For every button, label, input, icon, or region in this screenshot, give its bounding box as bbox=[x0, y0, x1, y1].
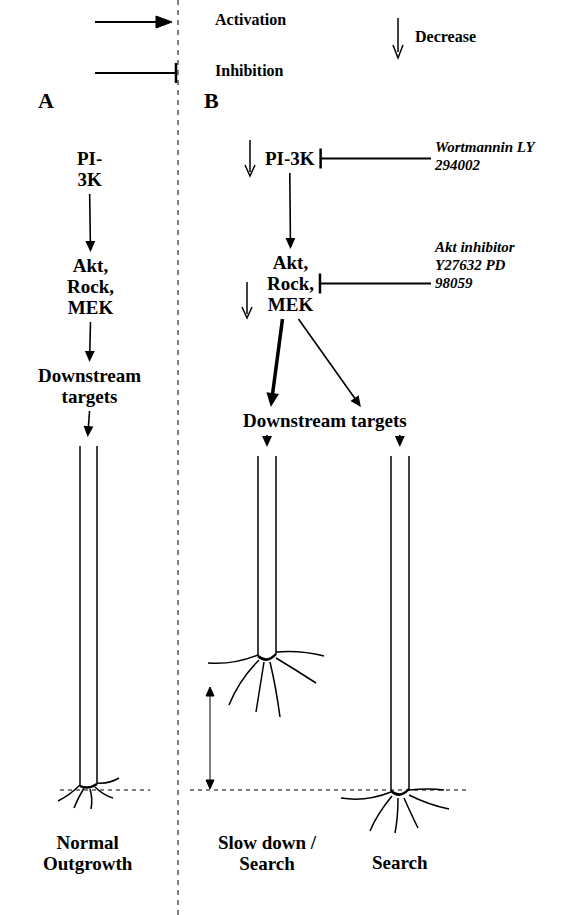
connector-line bbox=[89, 194, 91, 243]
pathway-node: Downstream targets bbox=[38, 365, 141, 407]
pathway-node: Downstream targets bbox=[243, 410, 407, 431]
arrow-head bbox=[85, 351, 95, 362]
arrow-head bbox=[84, 426, 94, 437]
connector-line bbox=[321, 158, 431, 160]
legend-text: Inhibition bbox=[215, 62, 283, 80]
arrow-head bbox=[85, 241, 95, 252]
inhibition-connector bbox=[321, 149, 431, 169]
pathway-node: Slow down / Search bbox=[217, 450, 317, 874]
pathway-node: PI-3K bbox=[77, 148, 102, 190]
pathway-node: Normal Outgrowth bbox=[43, 440, 132, 874]
activation-connector bbox=[85, 194, 95, 252]
panel-letter: B bbox=[204, 88, 219, 114]
connector-line bbox=[88, 411, 89, 428]
activation-connector bbox=[266, 319, 282, 407]
neurite-slow bbox=[208, 456, 324, 717]
arrow-head bbox=[262, 436, 272, 447]
pathway-node: PI-3K bbox=[265, 148, 315, 169]
pathway-node: Akt, Rock, MEK bbox=[267, 252, 314, 315]
node-text: PI-3K bbox=[77, 148, 102, 190]
arrow-head bbox=[350, 395, 360, 407]
activation-connector bbox=[285, 173, 295, 249]
legend-text: Activation bbox=[215, 11, 286, 29]
node-text: Search bbox=[372, 852, 428, 873]
inhibitor-label: Akt inhibitor Y27632 PD 98059 bbox=[435, 238, 545, 292]
inhibition-connector bbox=[320, 274, 431, 294]
pathway-node: Akt, Rock, MEK bbox=[67, 255, 114, 318]
inhibitor-label: Wortmannin LY 294002 bbox=[435, 138, 545, 174]
neurite-search bbox=[341, 456, 449, 833]
activation-connector bbox=[298, 319, 360, 407]
decrease-arrows bbox=[242, 140, 255, 318]
distance-arrow bbox=[206, 687, 214, 789]
node-text: Akt, Rock, MEK bbox=[67, 255, 114, 318]
legend-text: Decrease bbox=[415, 28, 476, 46]
inhibition-bar bbox=[319, 149, 322, 169]
panel-letter: A bbox=[38, 88, 54, 114]
node-text: Downstream targets bbox=[243, 410, 407, 431]
activation-connector bbox=[85, 322, 95, 362]
activation-connector bbox=[395, 435, 405, 447]
connector-line bbox=[320, 283, 431, 285]
node-text: Akt inhibitor Y27632 PD 98059 bbox=[435, 238, 545, 292]
node-text: PI-3K bbox=[265, 148, 315, 169]
panel-divider bbox=[178, 0, 179, 915]
activation-connector bbox=[262, 435, 272, 447]
node-text: Downstream targets bbox=[38, 365, 141, 407]
inhibition-bar bbox=[319, 274, 322, 294]
connector-line bbox=[289, 173, 291, 240]
connector-line bbox=[272, 319, 282, 396]
node-text: Wortmannin LY 294002 bbox=[435, 138, 545, 174]
arrow-head bbox=[285, 238, 295, 249]
connector-line bbox=[298, 319, 355, 400]
node-text: Akt, Rock, MEK bbox=[267, 252, 314, 315]
arrow-head bbox=[266, 392, 278, 407]
connector-line bbox=[89, 322, 91, 353]
pathway-node: Search bbox=[372, 450, 428, 873]
neurite-normal bbox=[58, 446, 119, 809]
activation-connector bbox=[84, 411, 94, 437]
node-text: Slow down / Search bbox=[217, 832, 317, 874]
node-text: Normal Outgrowth bbox=[43, 832, 132, 874]
arrow-head bbox=[395, 436, 405, 447]
